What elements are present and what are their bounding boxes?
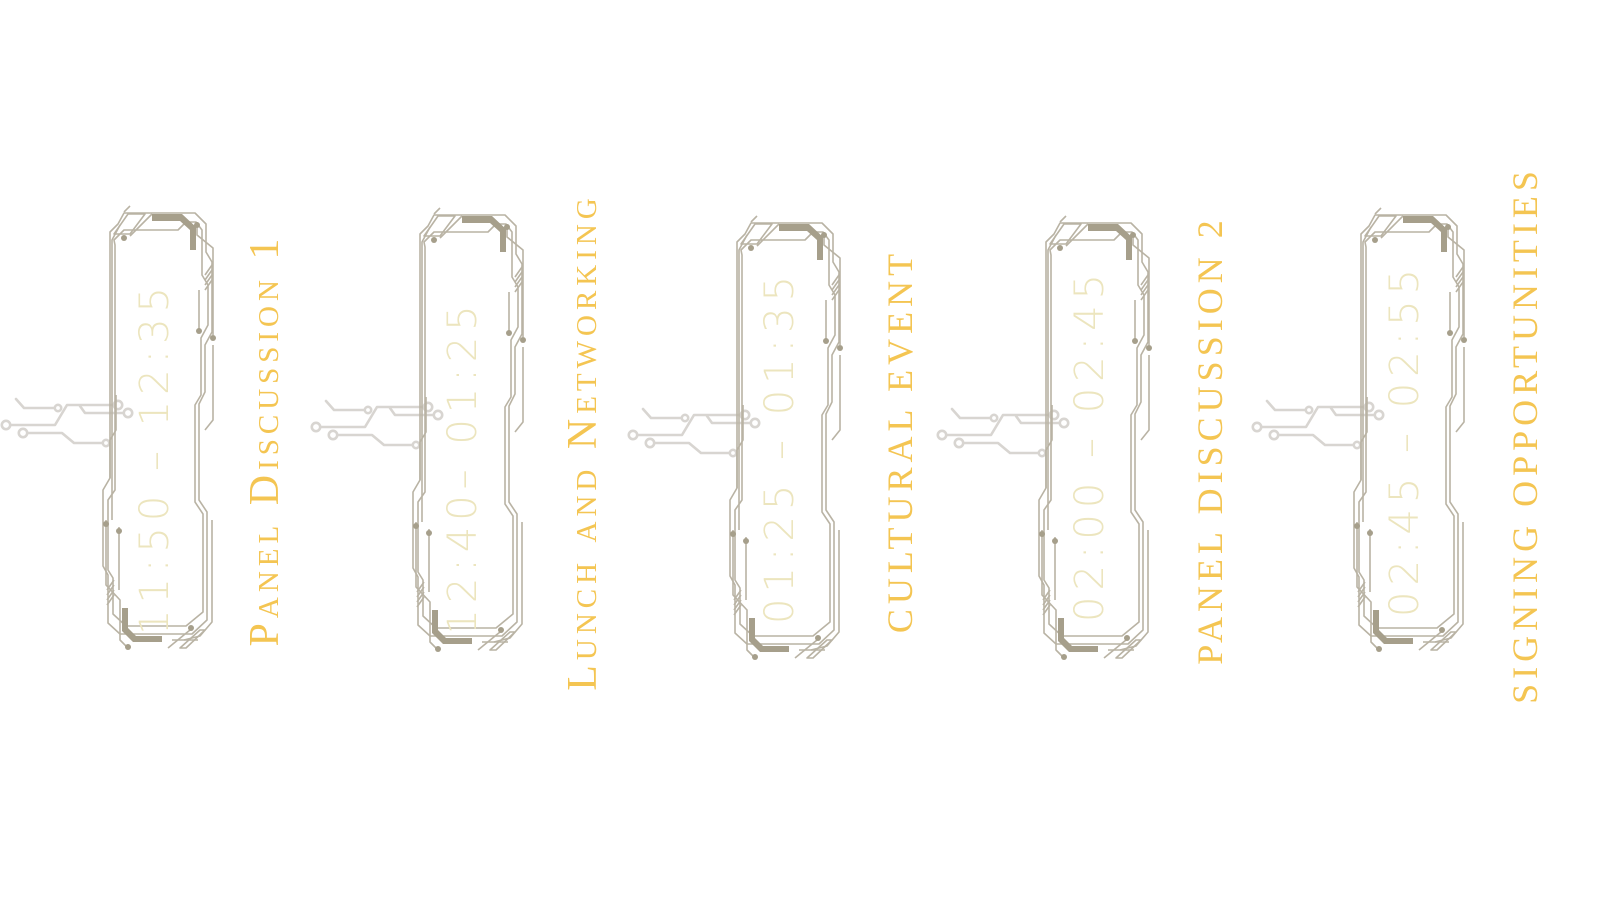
- time-range: 02:00 – 02:45: [1067, 268, 1113, 622]
- frame-accent: [1354, 216, 1467, 652]
- time-range: 02:45 – 02:55: [1382, 263, 1428, 617]
- schedule-item: 11:50 – 12:35 Panel Discussion 1: [0, 0, 320, 900]
- session-title: Lunch and Networking: [560, 193, 606, 691]
- frame-outline: [1353, 207, 1465, 651]
- circuit-connector-icon: [936, 407, 1070, 458]
- time-range: 11:50 – 12:35: [132, 281, 178, 635]
- frame-accent: [103, 214, 216, 650]
- session-title: Panel Discussion 2: [1190, 215, 1230, 665]
- frame-outline: [729, 215, 841, 659]
- frame-outline: [102, 205, 214, 649]
- schedule-item: 12:40– 01:25 Lunch and Networking: [310, 2, 630, 902]
- schedule-item: 01:25 – 01:35 Cultural Event: [627, 10, 947, 910]
- session-title: Panel Discussion 1: [242, 233, 288, 647]
- frame-accent: [1039, 224, 1152, 660]
- schedule-item: 02:45 – 02:55 Signing Opportunities: [1251, 2, 1571, 902]
- circuit-frame-icon: [0, 205, 216, 650]
- circuit-connector-icon: [627, 407, 761, 458]
- circuit-connector-icon: [1251, 399, 1385, 450]
- circuit-connector-icon: [0, 397, 134, 448]
- circuit-connector-icon: [310, 399, 444, 450]
- frame-accent: [413, 216, 526, 652]
- time-range: 12:40– 01:25: [440, 299, 486, 635]
- circuit-frame-icon: [310, 207, 526, 652]
- schedule-item: 02:00 – 02:45 Panel Discussion 2: [936, 10, 1256, 910]
- circuit-frame-icon: [936, 215, 1152, 660]
- frame-accent: [730, 224, 843, 660]
- time-range: 01:25 – 01:35: [757, 270, 803, 624]
- circuit-frame-icon: [1251, 207, 1467, 652]
- frame-outline: [412, 207, 524, 651]
- circuit-frame-icon: [627, 215, 843, 660]
- frame-outline: [1038, 215, 1150, 659]
- session-title: Cultural Event: [880, 248, 920, 634]
- session-title: Signing Opportunities: [1505, 166, 1545, 704]
